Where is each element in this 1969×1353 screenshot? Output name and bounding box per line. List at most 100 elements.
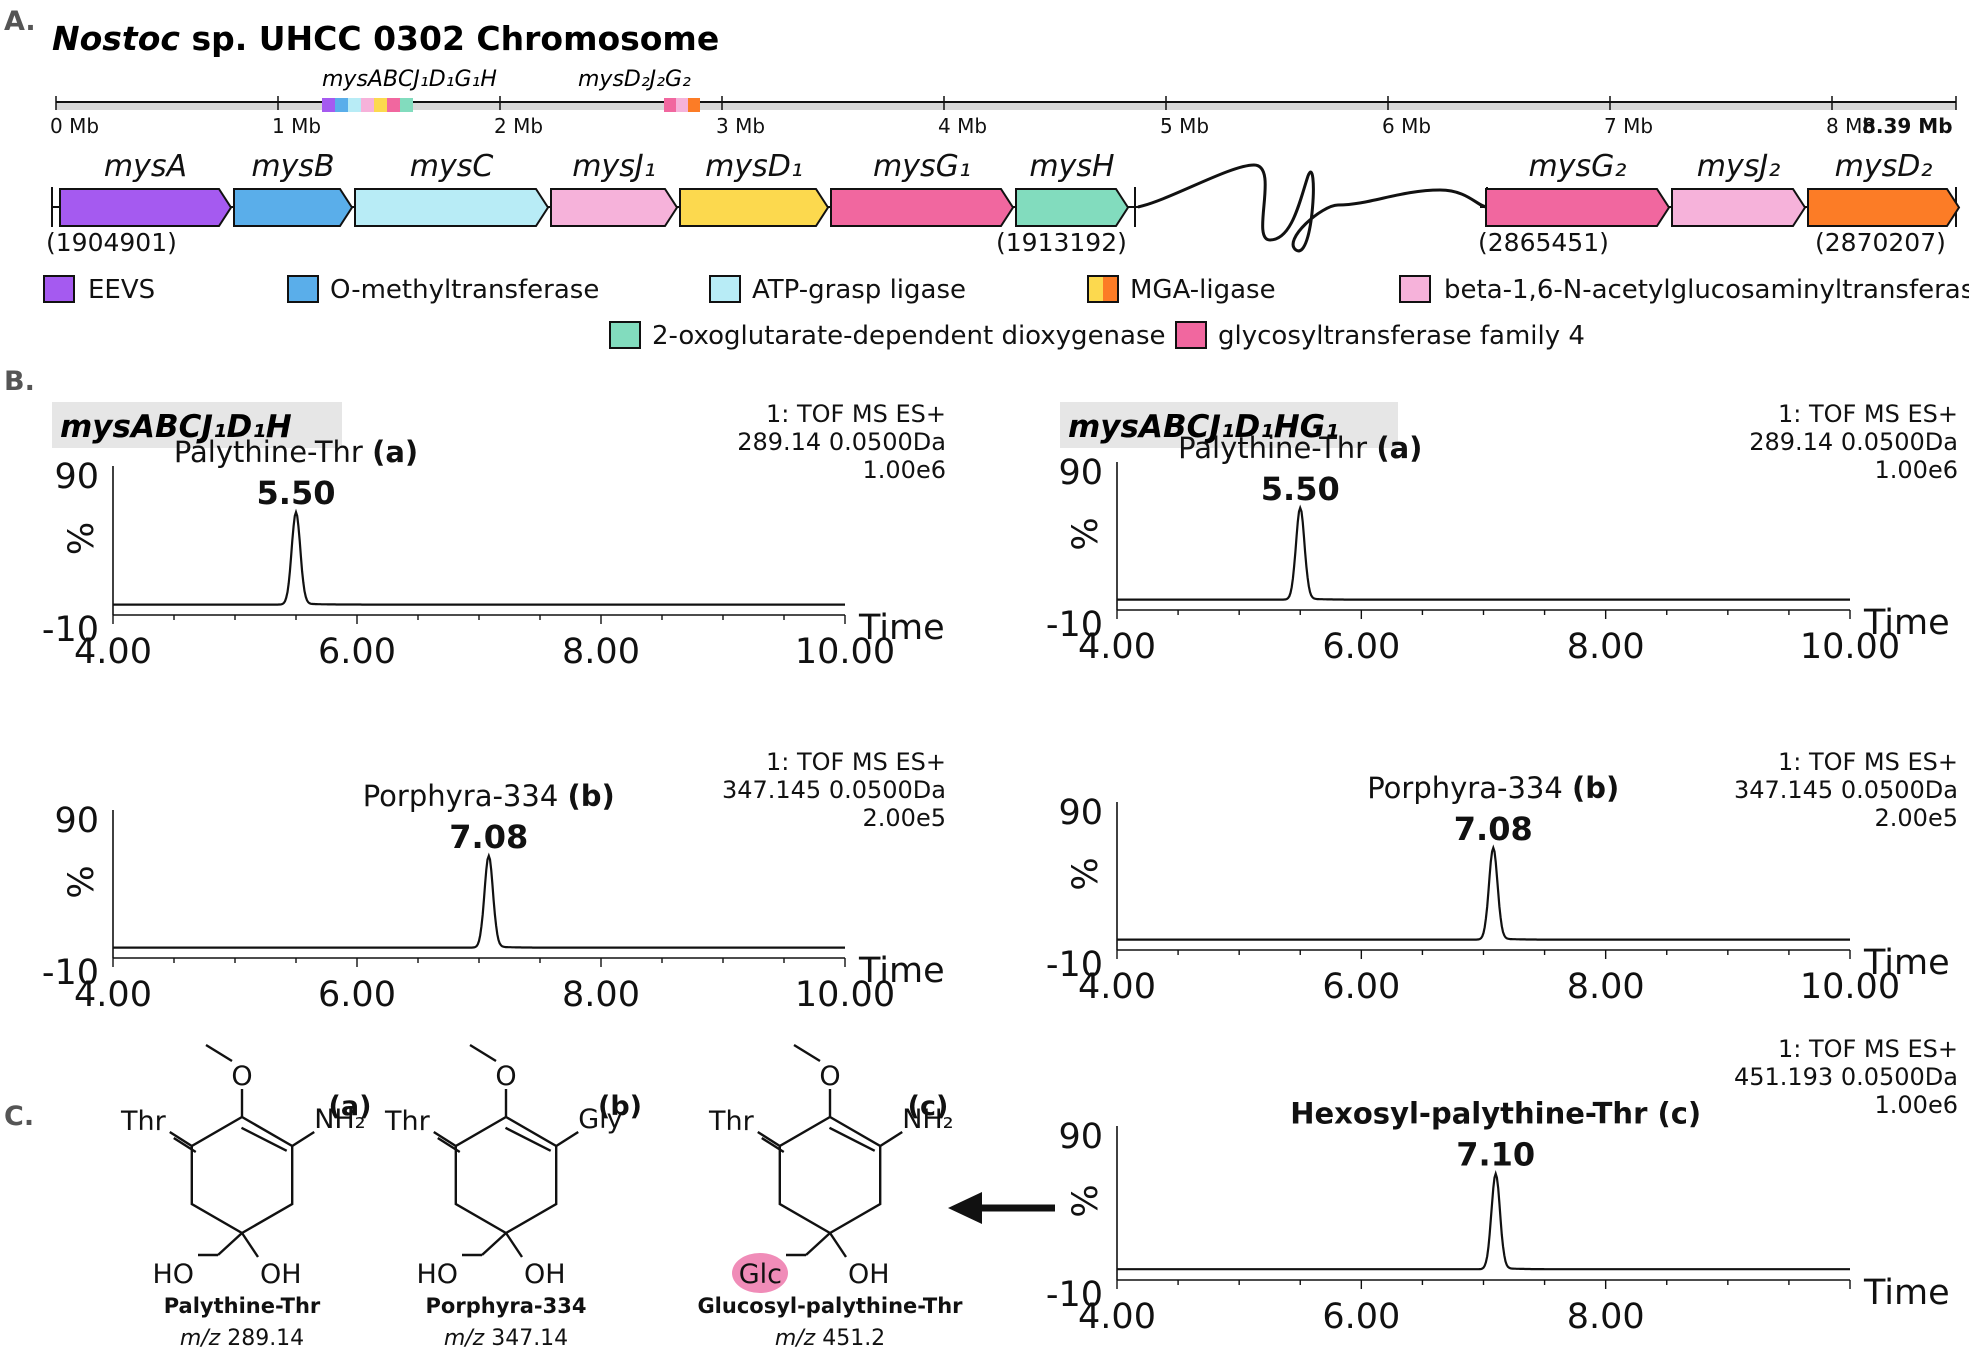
legend-swatch xyxy=(1399,275,1431,303)
y-top-label: 90 xyxy=(1058,1117,1103,1157)
x-tick-label: 10.00 xyxy=(1800,627,1900,667)
cluster1-label: mysABCJ₁D₁G₁H xyxy=(322,67,497,92)
right-substituent: Gly xyxy=(578,1104,622,1135)
ms-header-line: 1: TOF MS ES+ xyxy=(1778,1035,1958,1063)
y-bottom-label: -10 xyxy=(1046,1275,1103,1315)
double-bond xyxy=(437,1136,461,1154)
gene-label: mysG₂ xyxy=(1529,149,1627,184)
y-bottom-label: -10 xyxy=(42,610,99,650)
structure-tag: (b) xyxy=(598,1091,642,1122)
ms-header-line: 289.14 0.0500Da xyxy=(737,428,946,456)
left-panel-title: mysABCJ₁D₁H xyxy=(60,409,292,445)
chromatogram-trace xyxy=(113,508,845,606)
oxygen-atom: O xyxy=(819,1061,840,1092)
x-tick-label: 8.00 xyxy=(562,975,640,1015)
gene-arrow xyxy=(354,188,550,227)
bond xyxy=(805,1232,831,1256)
y-unit-label: % xyxy=(62,865,102,898)
x-tick-label: 6.00 xyxy=(318,975,396,1015)
legend-label: beta-1,6-N-acetylglucosaminyltransferase xyxy=(1444,275,1969,305)
panel-a-label: A. xyxy=(4,6,36,37)
cluster1-strip-cell xyxy=(387,98,400,112)
compound-label: Hexosyl-palythine-Thr (c) xyxy=(1290,1097,1701,1131)
coord-3: (2865451) xyxy=(1478,228,1609,257)
x-tick-label: 6.00 xyxy=(1322,967,1400,1007)
x-tick-label: 4.00 xyxy=(1078,627,1156,667)
bottom-left-group: HO xyxy=(152,1259,194,1290)
ring xyxy=(190,1115,294,1235)
gene-legend: EEVS O-methyltransferase ATP-grasp ligas… xyxy=(43,275,1969,351)
y-bottom-label: -10 xyxy=(1046,945,1103,985)
legend-swatch xyxy=(1175,321,1207,349)
x-axis-label: Time xyxy=(858,608,945,648)
legend-mga-ligase: MGA-ligase xyxy=(1087,275,1276,305)
bond xyxy=(433,1130,457,1148)
x-tick-label: 8.00 xyxy=(562,632,640,672)
gene-arrow xyxy=(59,188,233,227)
gene-arrow xyxy=(1671,188,1807,227)
x-tick-label: 10.00 xyxy=(1800,967,1900,1007)
retention-time-label: 5.50 xyxy=(257,474,336,512)
x-tick-label: 4.00 xyxy=(74,975,152,1015)
retention-time-label: 7.08 xyxy=(449,818,528,856)
chromosome-end-label: 8.39 Mb xyxy=(1862,114,1953,138)
right-substituent: NH₂ xyxy=(902,1104,953,1135)
bond xyxy=(205,1043,233,1063)
ms-header-line: 1.00e6 xyxy=(1875,456,1958,484)
chromatograms: 1: TOF MS ES+ 289.14 0.0500Da 1.00e6 4.00 6.… xyxy=(42,400,1958,1337)
bond xyxy=(217,1232,243,1256)
compound-mz: m/z 347.14 xyxy=(444,1326,568,1351)
gene-arrow xyxy=(1485,188,1671,227)
compound-name: Porphyra-334 xyxy=(426,1294,587,1318)
compound-mz: m/z 289.14 xyxy=(180,1326,304,1351)
ring xyxy=(778,1115,882,1235)
x-axis-label: Time xyxy=(858,951,945,991)
panel-b: B. mysABCJ₁D₁H mysABCJ₁D₁HG₁ 1: TOF MS E… xyxy=(4,366,1958,1337)
y-bottom-label: -10 xyxy=(1046,605,1103,645)
bond xyxy=(879,1130,903,1148)
ms-header-line: 451.193 0.0500Da xyxy=(1734,1063,1958,1091)
legend-swatch xyxy=(287,275,319,303)
gene-arrow xyxy=(679,188,830,227)
bond xyxy=(793,1043,821,1063)
cluster-markers: mysABCJ₁D₁G₁H mysD₂J₂G₂ xyxy=(322,67,700,112)
mb-tick-label: 4 Mb xyxy=(938,114,987,138)
structure-tag: (a) xyxy=(329,1091,372,1122)
legend-label: 2-oxoglutarate-dependent dioxygenase xyxy=(652,321,1166,351)
cluster2-strip xyxy=(664,98,700,112)
left-substituent: Thr xyxy=(708,1106,755,1137)
cluster2-strip-cell xyxy=(664,98,676,112)
ms-header-line: 347.145 0.0500Da xyxy=(1734,776,1958,804)
chromosome-bar xyxy=(56,102,1956,110)
legend-label: ATP-grasp ligase xyxy=(752,275,966,305)
bond xyxy=(505,1232,523,1258)
left-substituent: Thr xyxy=(120,1106,167,1137)
legend-swatch xyxy=(1088,276,1103,302)
mb-tick-label: 2 Mb xyxy=(494,114,543,138)
cluster1-strip-cell xyxy=(361,98,374,112)
ms-header-line: 1: TOF MS ES+ xyxy=(1778,748,1958,776)
gene-label: mysD₂ xyxy=(1835,149,1933,184)
retention-time-label: 5.50 xyxy=(1261,470,1340,508)
bond xyxy=(469,1043,497,1063)
legend-swatch-2 xyxy=(1103,276,1118,302)
cluster1-strip xyxy=(322,98,413,112)
oxygen-atom: O xyxy=(231,1061,252,1092)
gene-label: mysA xyxy=(104,149,187,184)
chromatogram-trace xyxy=(1117,844,1850,941)
double-bond xyxy=(240,1126,288,1152)
double-bond xyxy=(828,1126,876,1152)
cluster2-strip-cell xyxy=(688,98,700,112)
coord-2: (1913192) xyxy=(996,228,1127,257)
cluster2-strip-cell xyxy=(676,98,688,112)
legend-gt4: glycosyltransferase family 4 xyxy=(1175,321,1585,351)
